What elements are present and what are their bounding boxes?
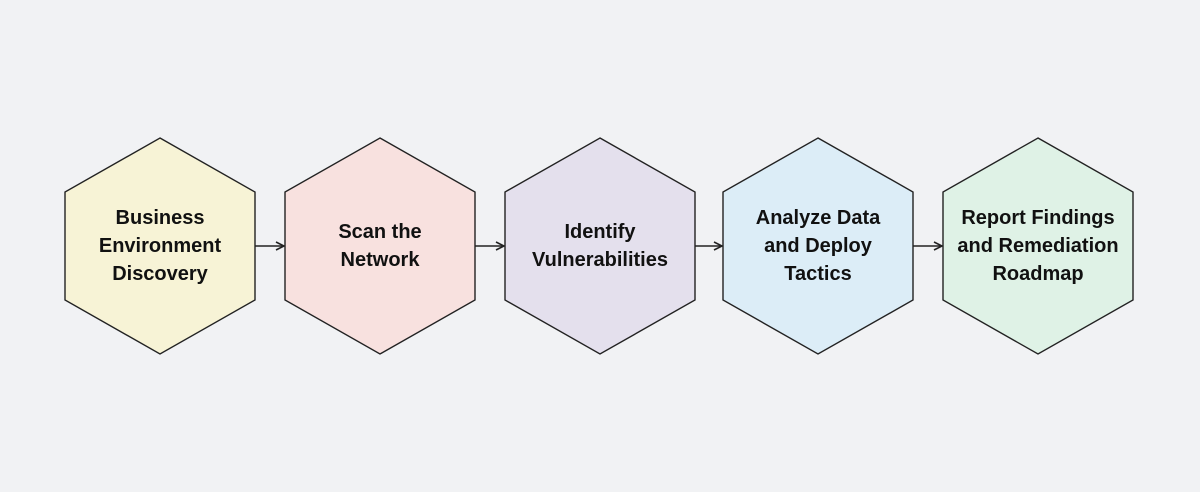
step-4-label-line: and Deploy [764,235,872,257]
step-5-hexagon [942,137,1134,355]
step-1-label-line: Business [115,207,205,229]
step-3-hexagon [504,137,696,355]
step-3-label-line: Identify [564,221,636,243]
step-5-label-line: Report Findings [961,207,1115,229]
step-4-label-line: Analyze Data [755,207,881,229]
step-4-hexagon [722,137,914,355]
step-3-label-line: Vulnerabilities [532,249,668,271]
step-1-label-line: Environment [98,235,222,257]
step-1-label-line: Discovery [112,263,208,285]
step-2-label-line: Scan the [338,221,422,243]
step-1-hexagon [64,137,256,355]
step-5-label-line: Roadmap [992,263,1084,285]
step-4-label-line: Tactics [784,263,852,285]
step-2-label-line: Network [340,249,420,271]
step-2-hexagon [284,137,476,355]
step-5-label-line: and Remediation [957,235,1119,257]
